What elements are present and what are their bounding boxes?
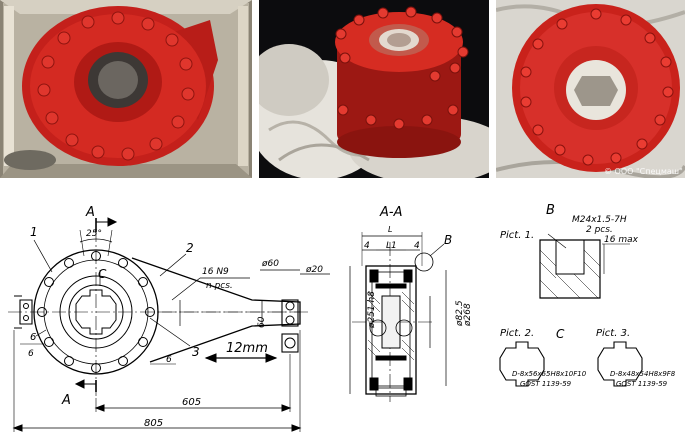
photo-boxed-unit bbox=[0, 0, 252, 178]
spec-2b: GOST 1139-59 bbox=[520, 380, 572, 388]
keyway-count: n pcs. bbox=[206, 281, 233, 291]
pict-1-label: Pict. 1. bbox=[500, 230, 534, 241]
callout-1: 1 bbox=[30, 225, 38, 239]
section-dia-268: ø268 bbox=[463, 303, 473, 327]
spline-profiles bbox=[499, 341, 643, 387]
max-label: 16 max bbox=[604, 235, 639, 245]
detail-c-marker: C bbox=[98, 267, 107, 281]
spec-3a: D-8x48x54H8x9F8 bbox=[610, 370, 676, 378]
callout-2: 2 bbox=[186, 241, 194, 255]
section-mark-bottom: A bbox=[61, 393, 71, 408]
section-dim-4a: 4 bbox=[364, 241, 370, 251]
dim-6-left: 6 bbox=[28, 349, 34, 359]
section-title: A-A bbox=[379, 205, 402, 220]
thread-label: M24x1.5-7H bbox=[572, 215, 627, 225]
thread-count: 2 pcs. bbox=[586, 225, 613, 235]
pict-3-label: Pict. 3. bbox=[596, 328, 630, 339]
dim-605-label: 605 bbox=[182, 397, 201, 408]
technical-drawing: 1 2 3 6 A A 25° C 16 N9 n pcs. ø60 ø20 6… bbox=[8, 203, 676, 432]
spec-2a: D-8x56x65H8x10F10 bbox=[512, 370, 587, 378]
detail-b-title: B bbox=[546, 203, 555, 218]
plan-view bbox=[8, 217, 330, 432]
callout-3: 3 bbox=[192, 345, 200, 359]
spec-3b: GOST 1139-59 bbox=[616, 380, 668, 388]
photo-unit-on-cloth bbox=[259, 0, 489, 178]
section-dim-4b: 4 bbox=[414, 241, 420, 251]
section-dim-L1: L1 bbox=[386, 241, 397, 251]
photo-unit-in-wrap: © OOO "Спецмаш" bbox=[496, 0, 685, 178]
detail-c-title: C bbox=[556, 327, 565, 341]
section-dim-L: L bbox=[388, 225, 392, 234]
section-view bbox=[349, 232, 447, 402]
section-dia-82: ø82.5 bbox=[455, 300, 465, 327]
section-mark-top: A bbox=[85, 205, 95, 220]
section-dia-251: ø251 h8 bbox=[367, 291, 377, 329]
callout-6: 6 bbox=[30, 332, 36, 343]
dim-6-right: 6 bbox=[166, 355, 172, 365]
angle-label: 25° bbox=[86, 229, 102, 239]
detail-b-marker: B bbox=[444, 233, 452, 247]
pict-2-label: Pict. 2. bbox=[500, 328, 534, 339]
dim-805-label: 805 bbox=[144, 418, 163, 429]
keyway-label: 16 N9 bbox=[202, 267, 229, 277]
dim-12mm-label: 12mm bbox=[226, 341, 268, 356]
dia-20-label: ø20 bbox=[305, 265, 323, 275]
dim-60-label: 60 bbox=[257, 316, 267, 328]
detail-b-view bbox=[539, 233, 630, 299]
dia-60-label: ø60 bbox=[261, 259, 279, 269]
watermark: © OOO "Спецмаш" bbox=[604, 167, 683, 176]
